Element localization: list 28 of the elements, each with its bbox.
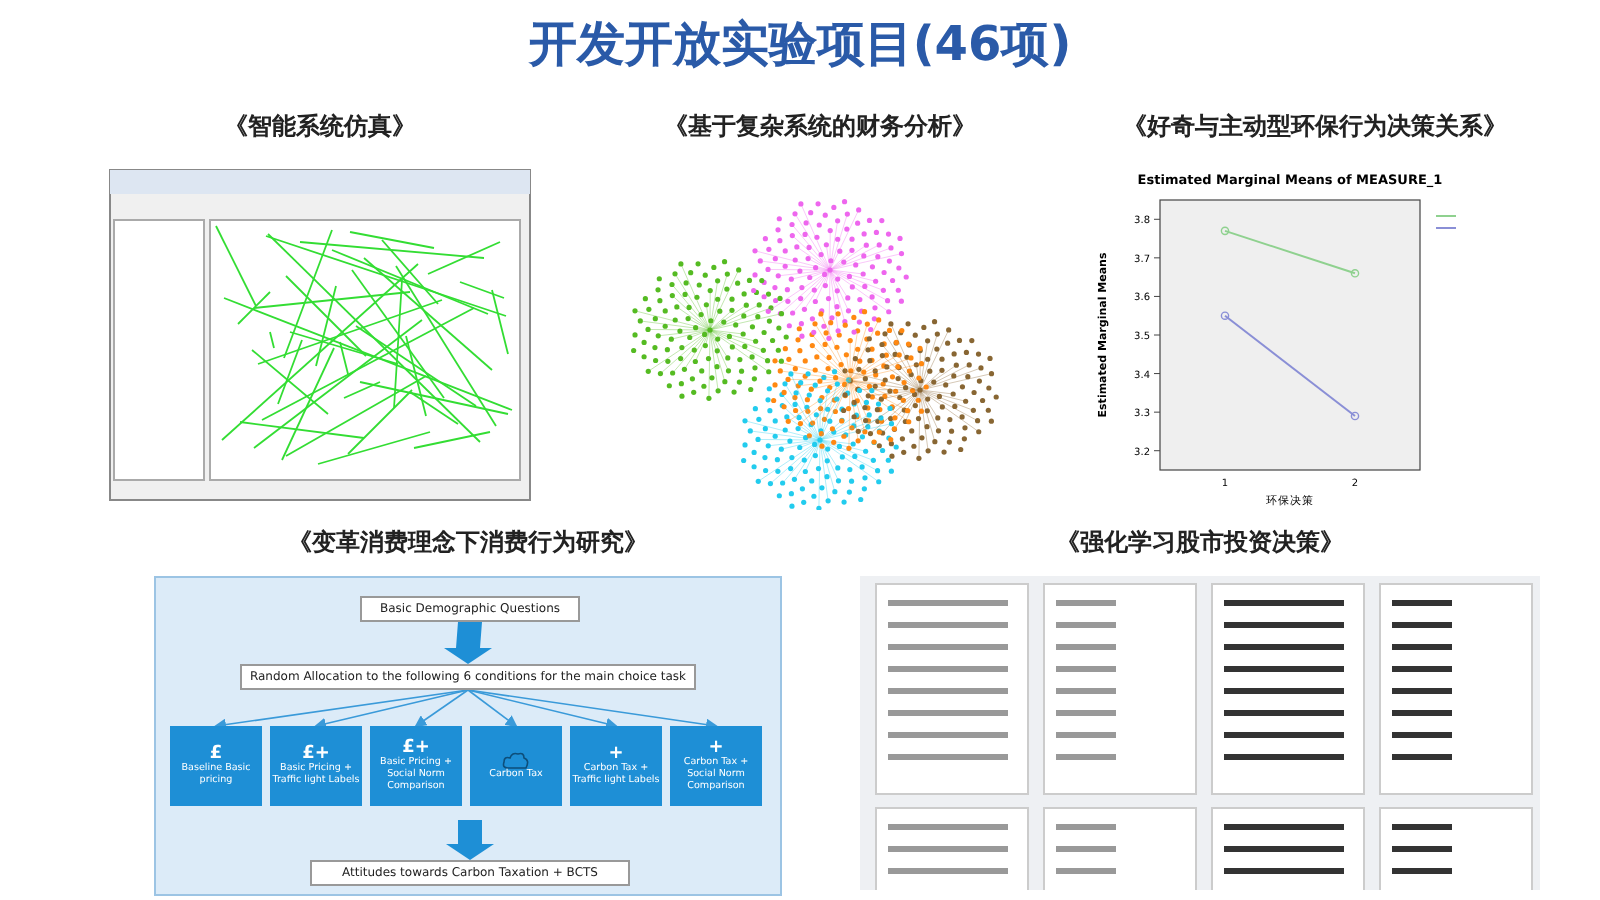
block-arrow (444, 622, 492, 664)
symbol-label: £ (209, 744, 223, 765)
arrow (414, 689, 469, 728)
symbol-label: + (608, 744, 624, 765)
condition-box (170, 726, 262, 806)
point (1220, 226, 1230, 236)
point (1350, 268, 1360, 278)
condition-box (270, 726, 362, 806)
panel-caption: 《基于复杂系统的财务分析》 (662, 110, 978, 144)
condition-box (670, 726, 762, 806)
symbol-label: + (708, 738, 724, 759)
symbol-label: £+ (402, 738, 430, 759)
condition-box (570, 726, 662, 806)
page-title: 开发开放实验项目(46项) (526, 14, 1074, 76)
point (1350, 411, 1360, 421)
panel-caption: 《强化学习股市投资决策》 (1054, 526, 1346, 560)
condition-box (470, 726, 562, 806)
arrow (467, 689, 618, 730)
arrow (467, 689, 518, 728)
block-arrow (446, 820, 494, 860)
panel-caption: 《变革消费理念下消费行为研究》 (286, 526, 650, 560)
point (1220, 311, 1230, 321)
condition-box (370, 726, 462, 806)
panel-caption: 《智能系统仿真》 (222, 110, 418, 144)
symbol-label: £+ (302, 744, 330, 765)
arrow (467, 689, 718, 731)
panel-caption: 《好奇与主动型环保行为决策关系》 (1121, 110, 1509, 144)
arrow (314, 689, 469, 730)
